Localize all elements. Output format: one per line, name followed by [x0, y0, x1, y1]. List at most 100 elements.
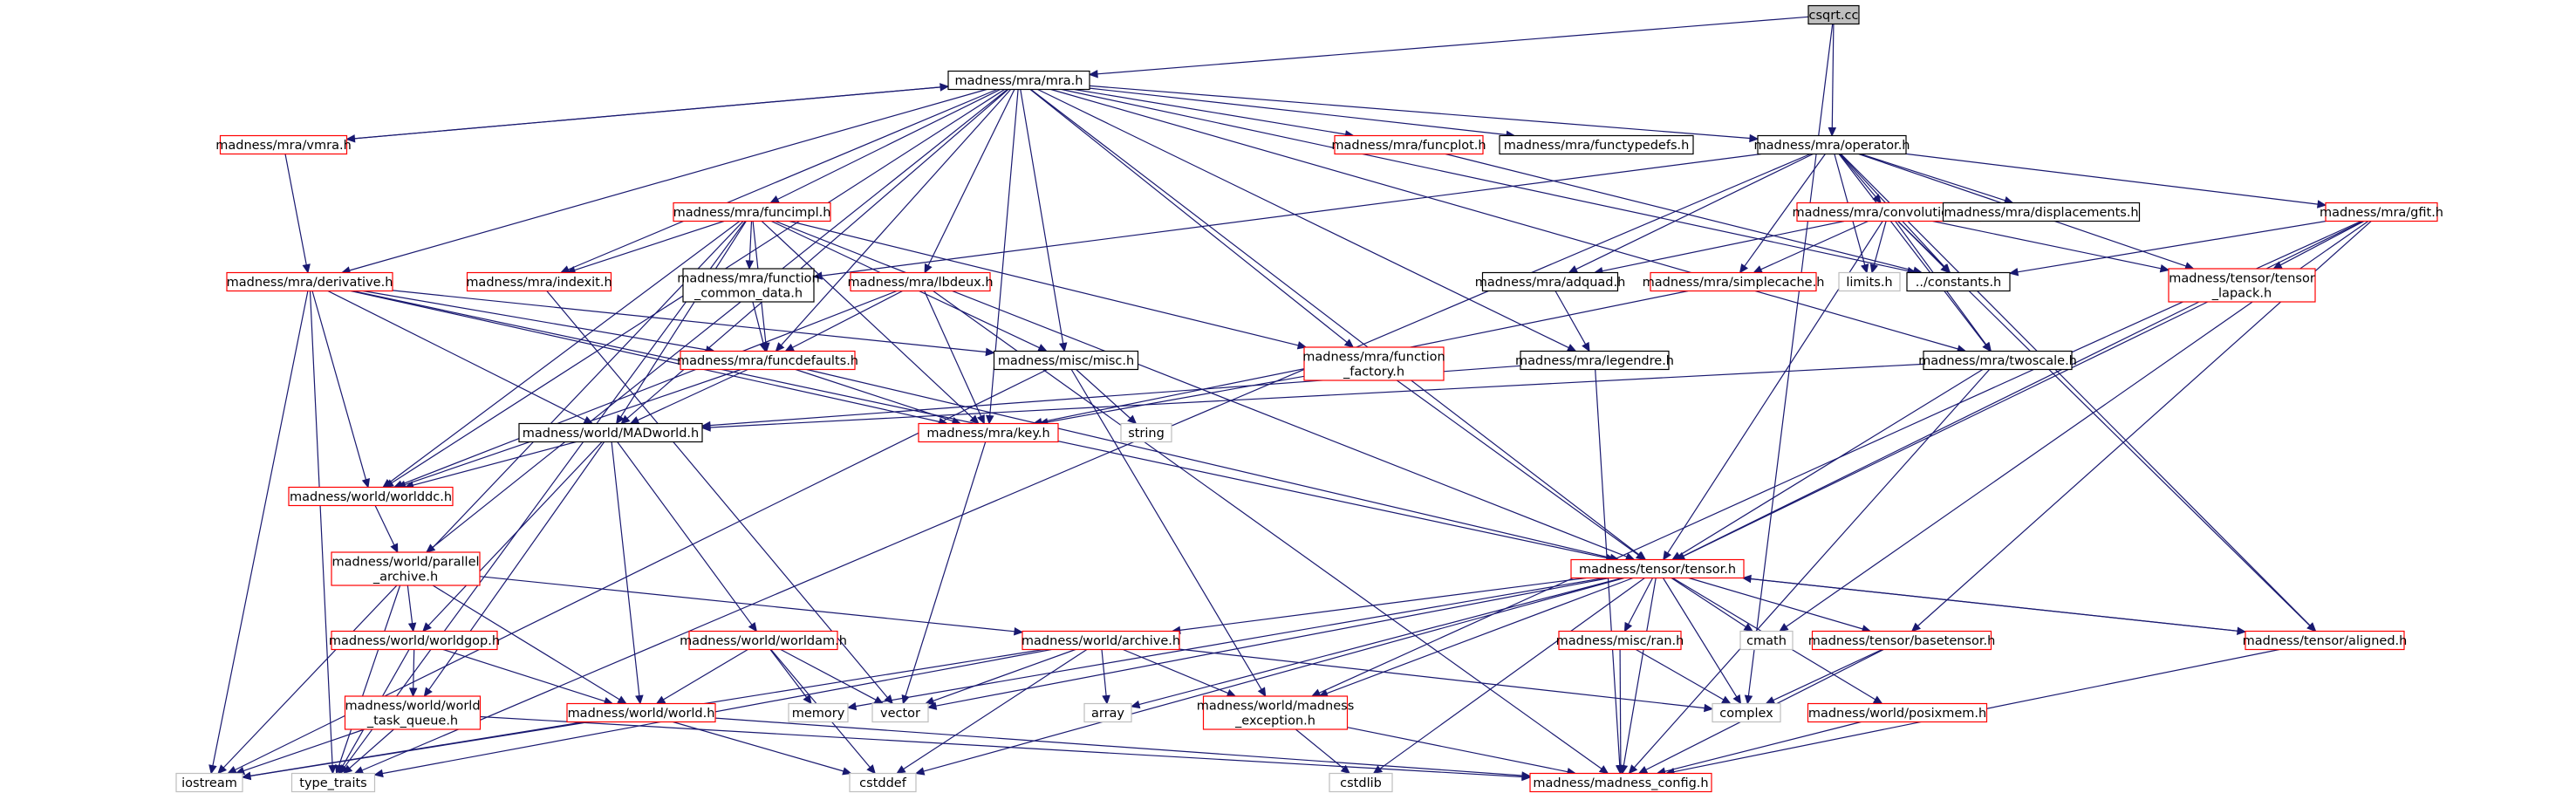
node-simplecache[interactable]: madness/mra/simplecache.h: [1643, 271, 1825, 292]
node-task-queue[interactable]: madness/world/world_task_queue.h: [344, 695, 482, 730]
edge-line: [388, 221, 741, 483]
edge-line: [935, 577, 1609, 707]
edge-funcdefaults-to-madworld: [629, 368, 748, 425]
node-funcdefaults[interactable]: madness/mra/funcdefaults.h: [677, 350, 858, 371]
node-box: [1838, 271, 1901, 292]
node-worldgop[interactable]: madness/world/worldgop.h: [329, 630, 500, 651]
node-worlddc[interactable]: madness/world/worlddc.h: [288, 486, 454, 507]
node-gfit[interactable]: madness/mra/gfit.h: [2320, 202, 2443, 222]
node-aligned[interactable]: madness/tensor/aligned.h: [2243, 630, 2408, 651]
node-tensor[interactable]: madness/tensor/tensor.h: [1570, 558, 1745, 579]
node-world[interactable]: madness/world/world.h: [566, 702, 716, 723]
node-label: type_traits: [299, 776, 366, 790]
edge-worldam-to-world: [655, 648, 748, 705]
edge-world-to-iostream: [241, 721, 585, 781]
edge-line: [927, 89, 1015, 266]
edge-tensor-to-ran: [1623, 578, 1654, 632]
edge-line: [1037, 88, 1569, 349]
node-mra[interactable]: madness/mra/mra.h: [947, 70, 1090, 91]
edge-line: [2017, 220, 2327, 273]
edge-arrowhead: [635, 694, 644, 705]
edge-arrowhead: [2159, 263, 2170, 273]
edge-arrowhead: [353, 766, 365, 775]
node-vmra[interactable]: madness/mra/vmra.h: [215, 134, 352, 155]
edge-arrowhead: [985, 347, 995, 357]
node-label: madness/mra/convolution1d.h: [1793, 206, 1985, 220]
edge-line: [1123, 648, 1229, 694]
node-box: [993, 350, 1139, 371]
node-ran[interactable]: madness/misc/ran.h: [1556, 630, 1684, 651]
node-function-factory[interactable]: madness/mra/function_factory.h: [1302, 346, 1445, 381]
node-basetensor[interactable]: madness/tensor/basetensor.h: [1808, 630, 1996, 651]
edge-arrowhead: [1058, 342, 1068, 352]
edge-arrowhead: [1739, 263, 1749, 274]
edge-arrowhead: [2317, 200, 2327, 209]
node-label: madness/world/madness: [1197, 700, 1355, 714]
node-label: cmath: [1746, 634, 1787, 648]
edge-madness-exception-to-cstdlib: [1295, 728, 1351, 775]
node-adquad[interactable]: madness/mra/adquad.h: [1475, 271, 1626, 292]
edge-arrowhead: [617, 695, 627, 705]
edge-parallel-archive-to-archive: [479, 576, 1024, 636]
edge-line: [361, 153, 1811, 771]
edge-mra-to-funcplot: [1074, 88, 1355, 139]
edge-arrowhead: [208, 764, 217, 775]
edge-line: [309, 291, 333, 766]
edge-parallel-archive-to-type-traits: [335, 585, 401, 775]
edge-archive-to-complex: [1179, 648, 1714, 713]
edge-arrowhead: [812, 271, 823, 280]
edge-line: [806, 368, 1611, 558]
edge-line: [923, 577, 1625, 772]
node-twoscale[interactable]: madness/mra/twoscale.h: [1918, 350, 2077, 371]
node-box: [1739, 630, 1794, 651]
edge-operator-to-function-common: [812, 153, 1762, 280]
node-label: madness/mra/mra.h: [955, 74, 1083, 88]
node-derivative[interactable]: madness/mra/derivative.h: [226, 271, 393, 292]
node-lbdeux[interactable]: madness/mra/lbdeux.h: [847, 271, 994, 292]
node-indexit[interactable]: madness/mra/indexit.h: [466, 271, 612, 292]
edge-arrowhead: [1741, 574, 1752, 584]
edge-gfit-to-constants: [2008, 220, 2327, 277]
node-tensor-lapack[interactable]: madness/tensor/tensor_lapack.h: [2168, 268, 2316, 303]
node-box: [1529, 772, 1712, 793]
node-legendre[interactable]: madness/mra/legendre.h: [1515, 350, 1674, 371]
edge-line: [432, 89, 1008, 548]
node-function-common[interactable]: madness/mra/function_common_data.h: [677, 268, 820, 303]
node-funcimpl[interactable]: madness/mra/funcimpl.h: [673, 202, 831, 222]
node-madness-exception[interactable]: madness/world/madness_exception.h: [1197, 695, 1355, 730]
node-label: cstdlib: [1340, 776, 1382, 790]
edge-arrowhead: [866, 764, 876, 775]
node-displacements[interactable]: madness/mra/displacements.h: [1942, 202, 2141, 222]
edge-archive-to-array: [1101, 649, 1110, 705]
node-madness-config[interactable]: madness/madness_config.h: [1529, 772, 1712, 793]
edge-arrowhead: [2008, 268, 2019, 277]
edge-convolution1d-to-tensor: [1663, 221, 1883, 561]
node-key[interactable]: madness/mra/key.h: [918, 422, 1059, 443]
edge-line: [311, 291, 367, 480]
edge-ran-to-complex: [1636, 648, 1732, 705]
node-funcplot[interactable]: madness/mra/funcplot.h: [1331, 134, 1486, 155]
edge-arrowhead: [1624, 552, 1636, 561]
node-worldam[interactable]: madness/world/worldam.h: [680, 630, 847, 651]
edge-arrowhead: [901, 694, 910, 705]
edge-line: [789, 220, 1299, 346]
node-box: [1329, 772, 1393, 793]
edge-operator-to-convolution1d: [1839, 154, 1882, 204]
node-posixmem[interactable]: madness/world/posixmem.h: [1807, 702, 1988, 723]
node-parallel-archive[interactable]: madness/world/parallel_archive.h: [331, 551, 481, 586]
node-constants[interactable]: ../constants.h: [1906, 271, 2011, 292]
edge-twoscale-to-madworld: [700, 363, 1924, 432]
node-madworld[interactable]: madness/world/MADworld.h: [518, 422, 703, 443]
node-box: [466, 271, 612, 292]
edge-line: [1097, 16, 1809, 75]
edge-line: [351, 290, 940, 423]
node-misc[interactable]: madness/misc/misc.h: [993, 350, 1139, 371]
node-memory: memory: [788, 702, 849, 723]
node-archive[interactable]: madness/world/archive.h: [1022, 630, 1180, 651]
node-label: madness/mra/derivative.h: [227, 276, 393, 290]
node-operator[interactable]: madness/mra/operator.h: [1753, 134, 1910, 155]
node-functypedefs[interactable]: madness/mra/functypedefs.h: [1499, 134, 1694, 155]
node-box: [2168, 268, 2316, 303]
edge-basetensor-to-complex: [1765, 648, 1882, 705]
edge-line: [1396, 379, 1639, 556]
